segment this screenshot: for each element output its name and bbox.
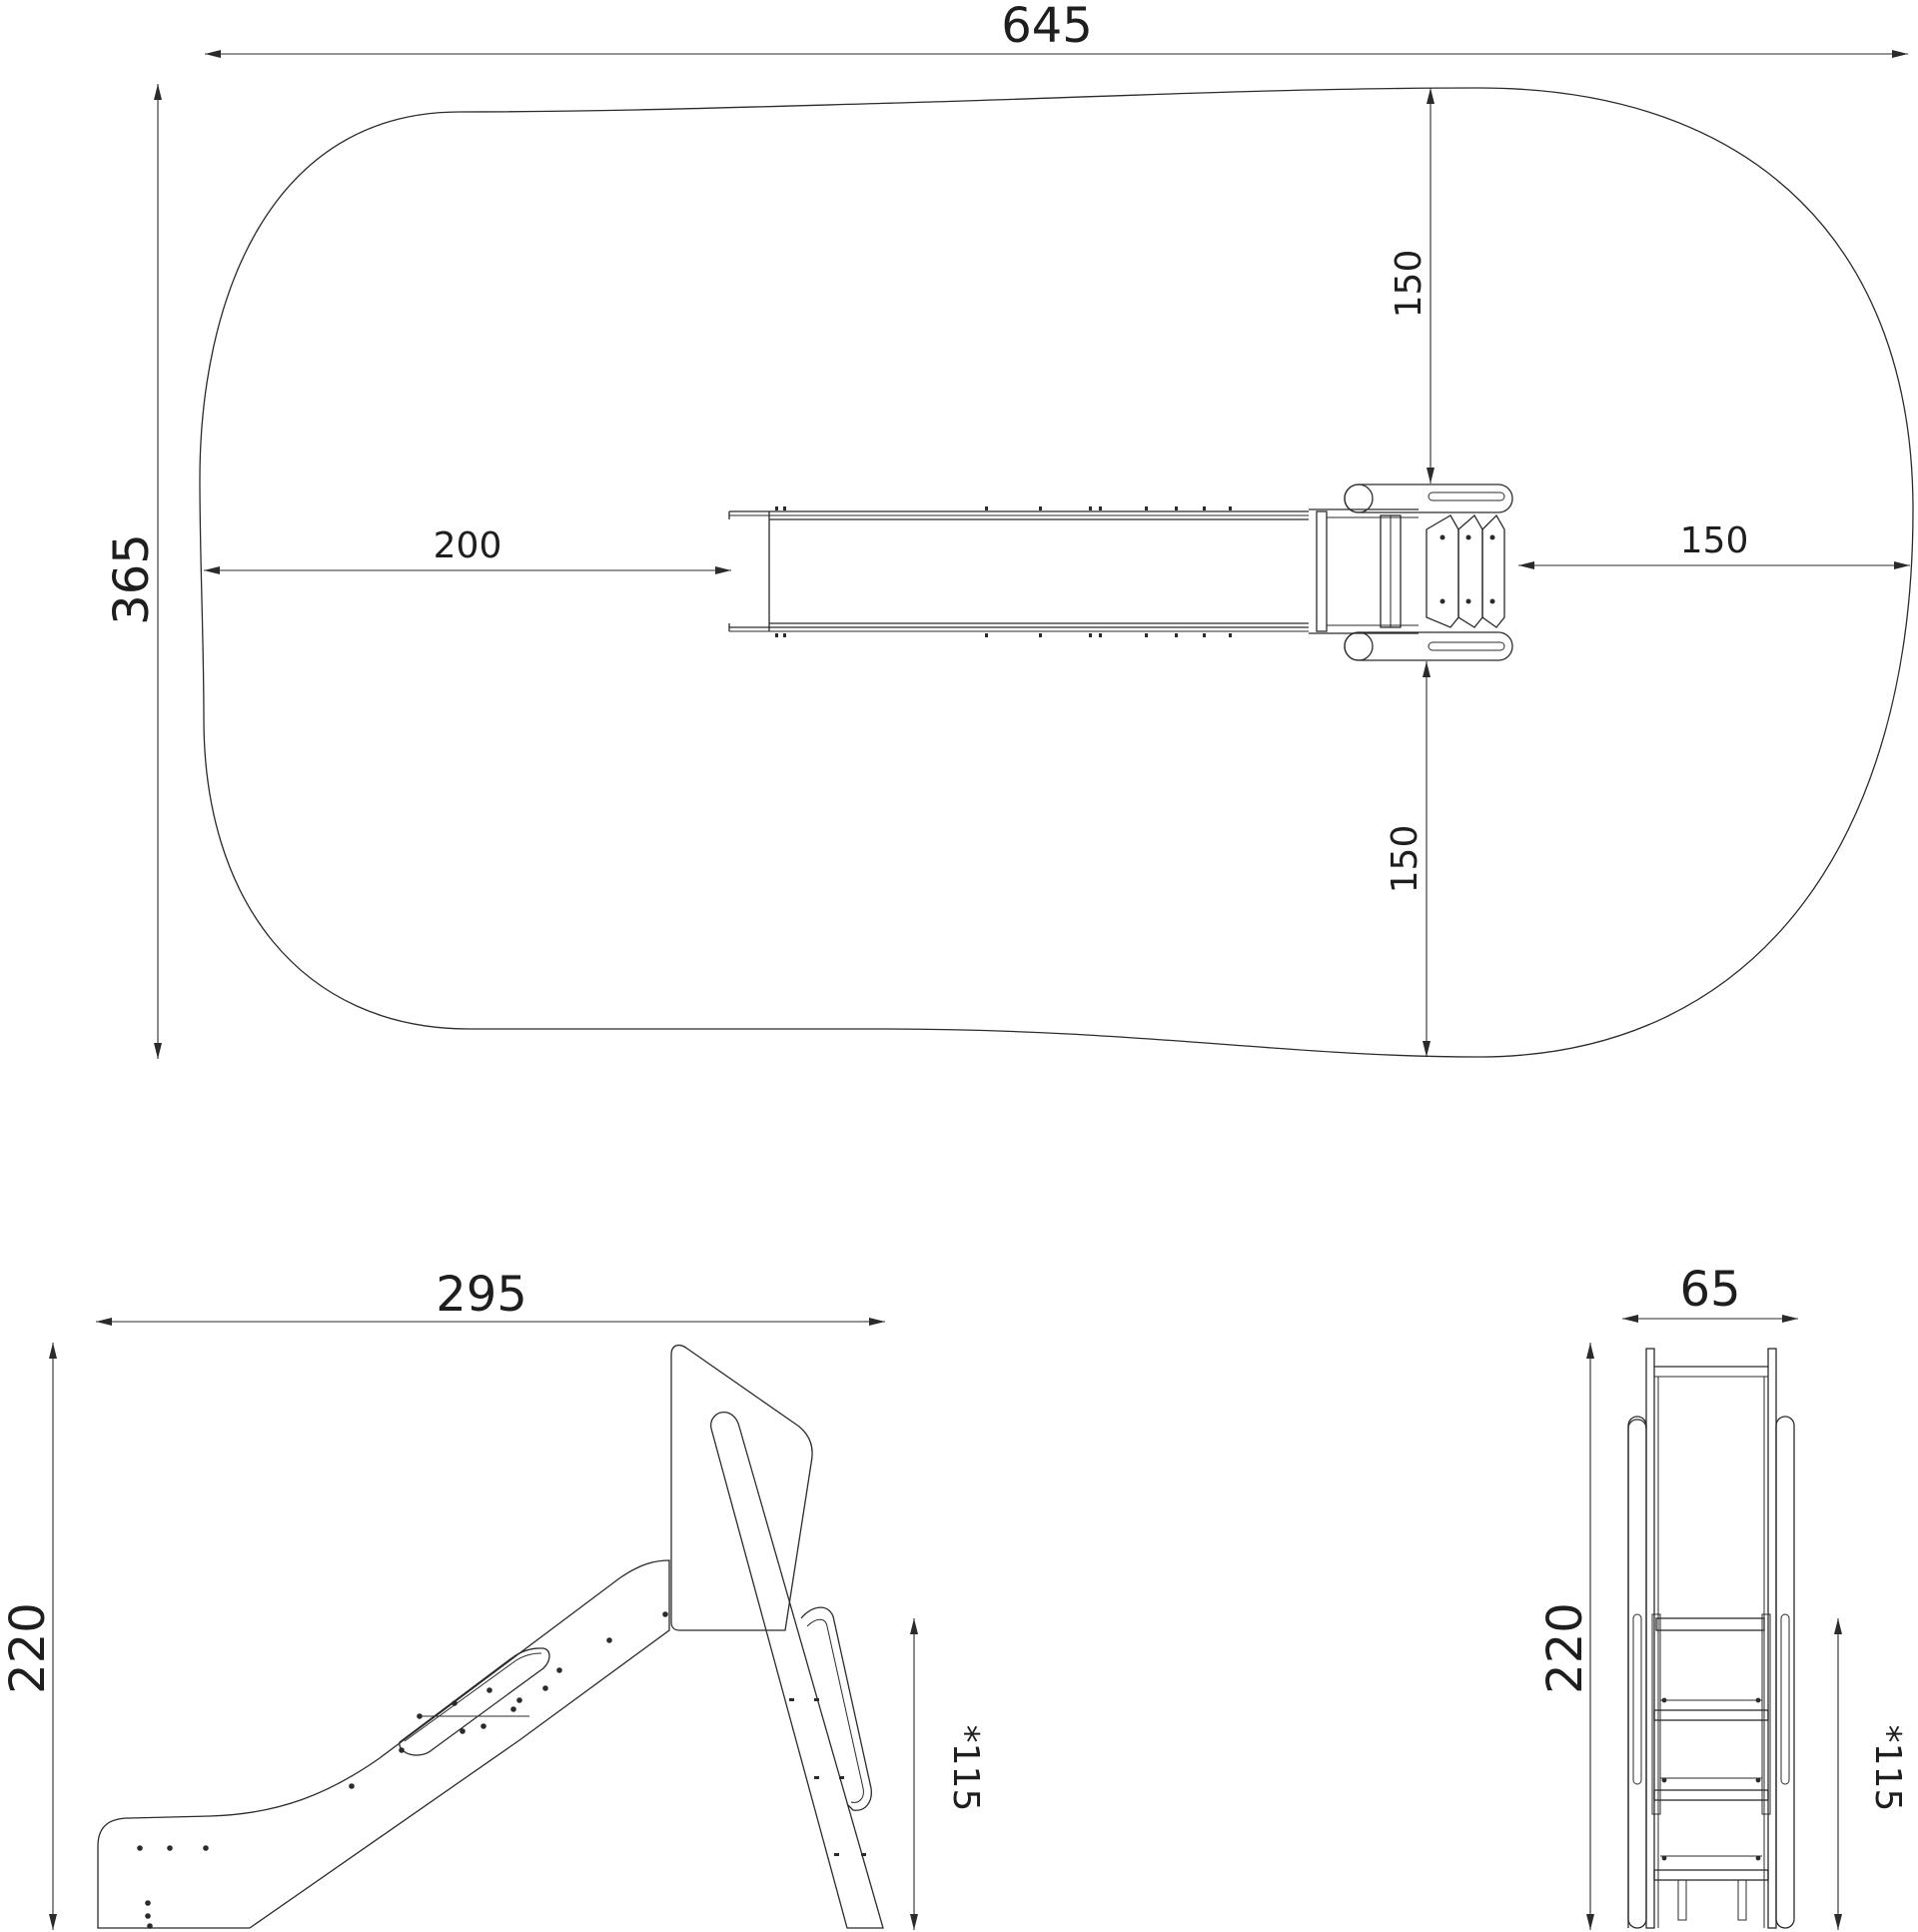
- ladder-steps: [1426, 513, 1505, 628]
- ladder-steps-front: [1653, 1617, 1769, 1921]
- dim-side-platform-height: *115: [945, 1725, 986, 1812]
- bolt-row-top: [775, 506, 1232, 510]
- bolt-holes-front: [1661, 1697, 1761, 1861]
- bolt-row-bottom: [775, 633, 1232, 637]
- dim-bottom-clearance: 150: [1385, 825, 1426, 894]
- dim-total-length: 645: [1001, 0, 1093, 54]
- bolt-holes-side: [137, 1611, 668, 1929]
- dim-top-clearance: 150: [1389, 250, 1430, 319]
- slide-side-body: [97, 1559, 670, 1929]
- dim-total-width: 365: [104, 533, 160, 625]
- dim-front-height: 220: [1537, 1602, 1593, 1694]
- safety-zone-outline: [199, 87, 1914, 1058]
- dim-side-height: 220: [0, 1602, 56, 1694]
- front-view: 65 220 *115: [1537, 1262, 1908, 1930]
- side-panel: [670, 1344, 813, 1631]
- dim-left-clearance: 200: [434, 525, 502, 566]
- dim-front-width: 65: [1679, 1262, 1740, 1318]
- dim-side-length: 295: [436, 1267, 527, 1323]
- side-view: 295 220 *115: [0, 1267, 986, 1930]
- ladder-rail: [710, 1412, 884, 1929]
- handrail-side: [800, 1606, 872, 1811]
- slide-plan: [728, 483, 1513, 661]
- ladder-rungs-side: [789, 1698, 866, 1856]
- handrail-front-left: [1627, 1419, 1647, 1928]
- slide-side-grip: [399, 1647, 550, 1756]
- dim-front-platform-height: *115: [1867, 1725, 1908, 1812]
- plan-view: 645 365 200 150 150 150: [104, 0, 1914, 1059]
- dim-right-clearance: 150: [1680, 520, 1749, 561]
